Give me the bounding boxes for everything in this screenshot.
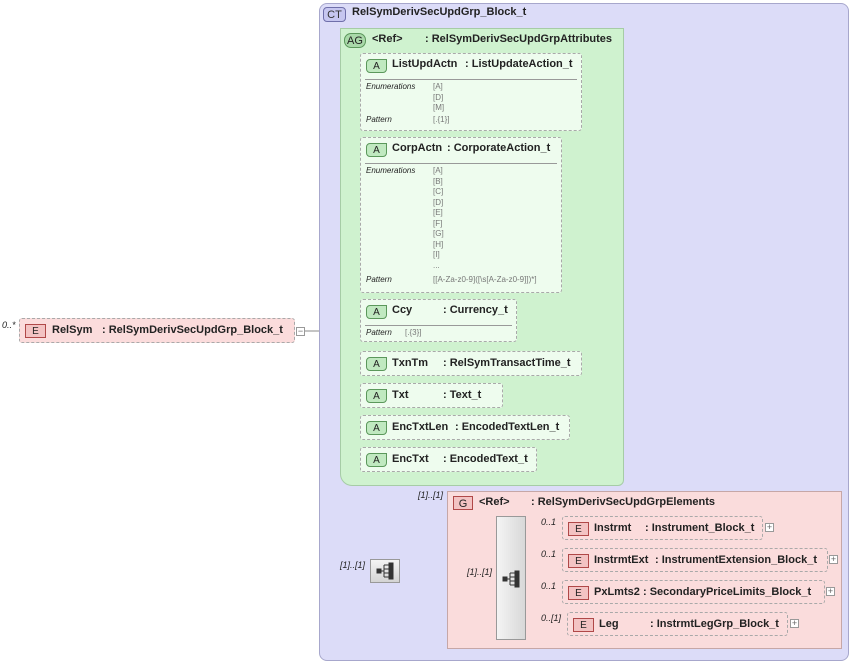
- attribute-badge: A: [366, 143, 387, 157]
- complex-type-badge: CT: [323, 7, 346, 22]
- element-badge: E: [568, 586, 589, 600]
- attribute-enctxtlen[interactable]: A EncTxtLen : EncodedTextLen_t: [360, 415, 570, 440]
- element-instrmt[interactable]: E Instrmt : Instrument_Block_t: [562, 516, 763, 540]
- element-badge: E: [568, 522, 589, 536]
- element-name: InstrmtExt: [594, 554, 649, 566]
- facet-divider: [365, 163, 557, 164]
- enumeration-values: [A] [D] [M]: [433, 82, 444, 114]
- element-pxlmts2[interactable]: E PxLmts2 : SecondaryPriceLimits_Block_t: [562, 580, 825, 604]
- sequence-icon: [502, 570, 520, 588]
- enumeration-value: [D]: [433, 92, 444, 102]
- attribute-ccy[interactable]: A Ccy : Currency_t Pattern [.{3}]: [360, 299, 517, 342]
- attribute-name: EncTxtLen: [392, 421, 449, 433]
- attribute-name: Ccy: [392, 304, 413, 316]
- enumeration-value: [G]: [433, 229, 444, 238]
- root-element-name: RelSym: [52, 324, 93, 336]
- expand-icon[interactable]: +: [829, 554, 838, 564]
- pattern-label: Pattern: [366, 115, 392, 124]
- element-cardinality: 0..[1]: [541, 613, 562, 623]
- attribute-group-badge: AG: [344, 33, 366, 48]
- group-type: : RelSymDerivSecUpdGrpElements: [531, 496, 716, 508]
- group-ref: <Ref>: [479, 496, 510, 508]
- element-badge: E: [568, 554, 589, 568]
- complex-type-name: RelSymDerivSecUpdGrp_Block_t: [352, 6, 527, 18]
- expand-icon[interactable]: +: [790, 618, 799, 628]
- attribute-type: : EncodedText_t: [443, 453, 528, 465]
- sequence-compositor[interactable]: [370, 559, 400, 583]
- attribute-badge: A: [366, 453, 387, 467]
- facet-divider: [365, 325, 512, 326]
- enumerations-label: Enumerations: [366, 166, 416, 175]
- element-cardinality: 0..1: [541, 581, 557, 591]
- element-badge: E: [573, 618, 594, 632]
- element-leg[interactable]: E Leg : InstrmtLegGrp_Block_t: [567, 612, 788, 636]
- attribute-type: : ListUpdateAction_t: [465, 58, 573, 70]
- attribute-enctxt[interactable]: A EncTxt : EncodedText_t: [360, 447, 537, 472]
- attribute-badge: A: [366, 59, 387, 73]
- element-instrmtext[interactable]: E InstrmtExt : InstrumentExtension_Block…: [562, 548, 828, 572]
- sequence-icon: [376, 562, 394, 580]
- attribute-group-type: : RelSymDerivSecUpdGrpAttributes: [425, 33, 613, 45]
- attribute-group-ref: <Ref>: [372, 33, 403, 45]
- element-name: Leg: [599, 618, 619, 630]
- facet-divider: [365, 79, 577, 80]
- root-element-box[interactable]: E RelSym : RelSymDerivSecUpdGrp_Block_t: [19, 318, 295, 343]
- pattern-label: Pattern: [366, 275, 392, 284]
- enumerations-label: Enumerations: [366, 82, 416, 91]
- root-cardinality: 0..*: [2, 320, 16, 330]
- attribute-txntm[interactable]: A TxnTm : RelSymTransactTime_t: [360, 351, 582, 376]
- attribute-type: : EncodedTextLen_t: [455, 421, 560, 433]
- attribute-name: ListUpdActn: [392, 58, 458, 70]
- attribute-badge: A: [366, 421, 387, 435]
- enumeration-value: [M]: [433, 103, 445, 112]
- attribute-name: CorpActn: [392, 142, 443, 154]
- element-cardinality: 0..1: [541, 549, 557, 559]
- group-cardinality: [1]..[1]: [418, 490, 444, 500]
- element-name: PxLmts2: [594, 586, 640, 598]
- pattern-label: Pattern: [366, 328, 392, 337]
- element-type: : Instrument_Block_t: [645, 522, 755, 534]
- pattern-value: [[A-Za-z0-9]([\s[A-Za-z0-9]])*]: [433, 275, 537, 284]
- element-badge: E: [25, 324, 46, 338]
- enumeration-value: [A]: [433, 166, 443, 175]
- attribute-type: : Text_t: [443, 389, 482, 401]
- element-cardinality: 0..1: [541, 517, 557, 527]
- attribute-type: : Currency_t: [443, 304, 508, 316]
- enumeration-value: [H]: [433, 239, 444, 249]
- root-element-type: : RelSymDerivSecUpdGrp_Block_t: [102, 324, 283, 336]
- attribute-name: EncTxt: [392, 453, 429, 465]
- expand-icon[interactable]: +: [826, 586, 835, 596]
- element-type: : SecondaryPriceLimits_Block_t: [643, 586, 812, 598]
- attribute-txt[interactable]: A Txt : Text_t: [360, 383, 503, 408]
- attribute-type: : RelSymTransactTime_t: [443, 357, 571, 369]
- enumeration-value: [B]: [433, 176, 443, 186]
- attribute-badge: A: [366, 389, 387, 403]
- pattern-value: [.{1}]: [433, 115, 450, 124]
- element-type: : InstrmtLegGrp_Block_t: [650, 618, 779, 630]
- enumeration-value: [A]: [433, 82, 443, 91]
- attribute-listupdactn[interactable]: A ListUpdActn : ListUpdateAction_t Enume…: [360, 53, 582, 131]
- enumeration-value: [F]: [433, 218, 443, 228]
- enumeration-value: [D]: [433, 197, 444, 207]
- expand-icon[interactable]: +: [765, 522, 774, 532]
- inner-sequence-cardinality: [1]..[1]: [467, 567, 493, 577]
- collapse-icon[interactable]: −: [296, 326, 305, 336]
- enumeration-values: [A] [B] [C] [D] [E] [F] [G] [H] [I] ...: [433, 166, 444, 271]
- enumeration-value: [C]: [433, 187, 444, 196]
- inner-sequence-compositor[interactable]: [496, 516, 526, 640]
- enumeration-value: [E]: [433, 208, 443, 217]
- attribute-corpactn[interactable]: A CorpActn : CorporateAction_t Enumerati…: [360, 137, 562, 293]
- attribute-name: Txt: [392, 389, 409, 401]
- attribute-name: TxnTm: [392, 357, 429, 369]
- sequence-cardinality: [1]..[1]: [340, 560, 366, 570]
- attribute-type: : CorporateAction_t: [447, 142, 551, 154]
- enumeration-value: [I]: [433, 250, 440, 259]
- element-type: : InstrumentExtension_Block_t: [655, 554, 817, 566]
- enumeration-value: ...: [433, 260, 440, 270]
- attribute-badge: A: [366, 357, 387, 371]
- attribute-badge: A: [366, 305, 387, 319]
- pattern-value: [.{3}]: [405, 328, 422, 337]
- element-name: Instrmt: [594, 522, 632, 534]
- group-badge: G: [453, 496, 473, 510]
